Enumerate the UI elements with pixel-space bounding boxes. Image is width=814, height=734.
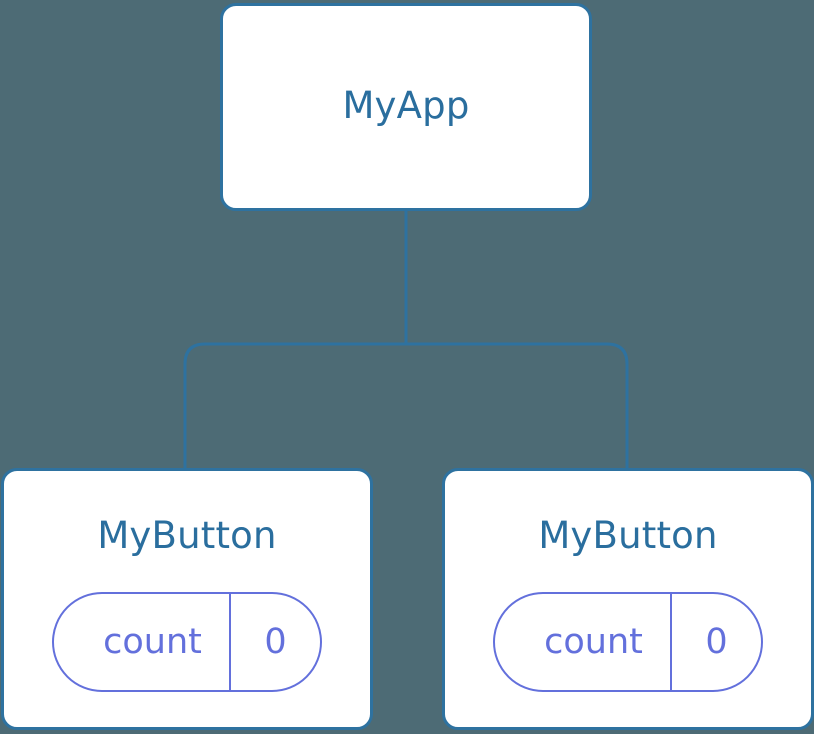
node-title: MyButton (538, 514, 718, 557)
edge-root-to-child-0 (183, 342, 406, 470)
node-mybutton-1[interactable]: MyButton count 0 (442, 468, 814, 730)
state-pill-count[interactable]: count 0 (493, 592, 763, 692)
state-key: count (103, 622, 202, 662)
state-key: count (544, 622, 643, 662)
node-title: MyButton (97, 514, 277, 557)
node-title: MyApp (342, 83, 470, 127)
state-value: 0 (670, 594, 761, 690)
edge-root-to-child-1 (406, 342, 629, 470)
node-mybutton-0[interactable]: MyButton count 0 (1, 468, 373, 730)
node-myapp[interactable]: MyApp (220, 3, 592, 211)
state-value: 0 (229, 594, 320, 690)
state-pill-count[interactable]: count 0 (52, 592, 322, 692)
